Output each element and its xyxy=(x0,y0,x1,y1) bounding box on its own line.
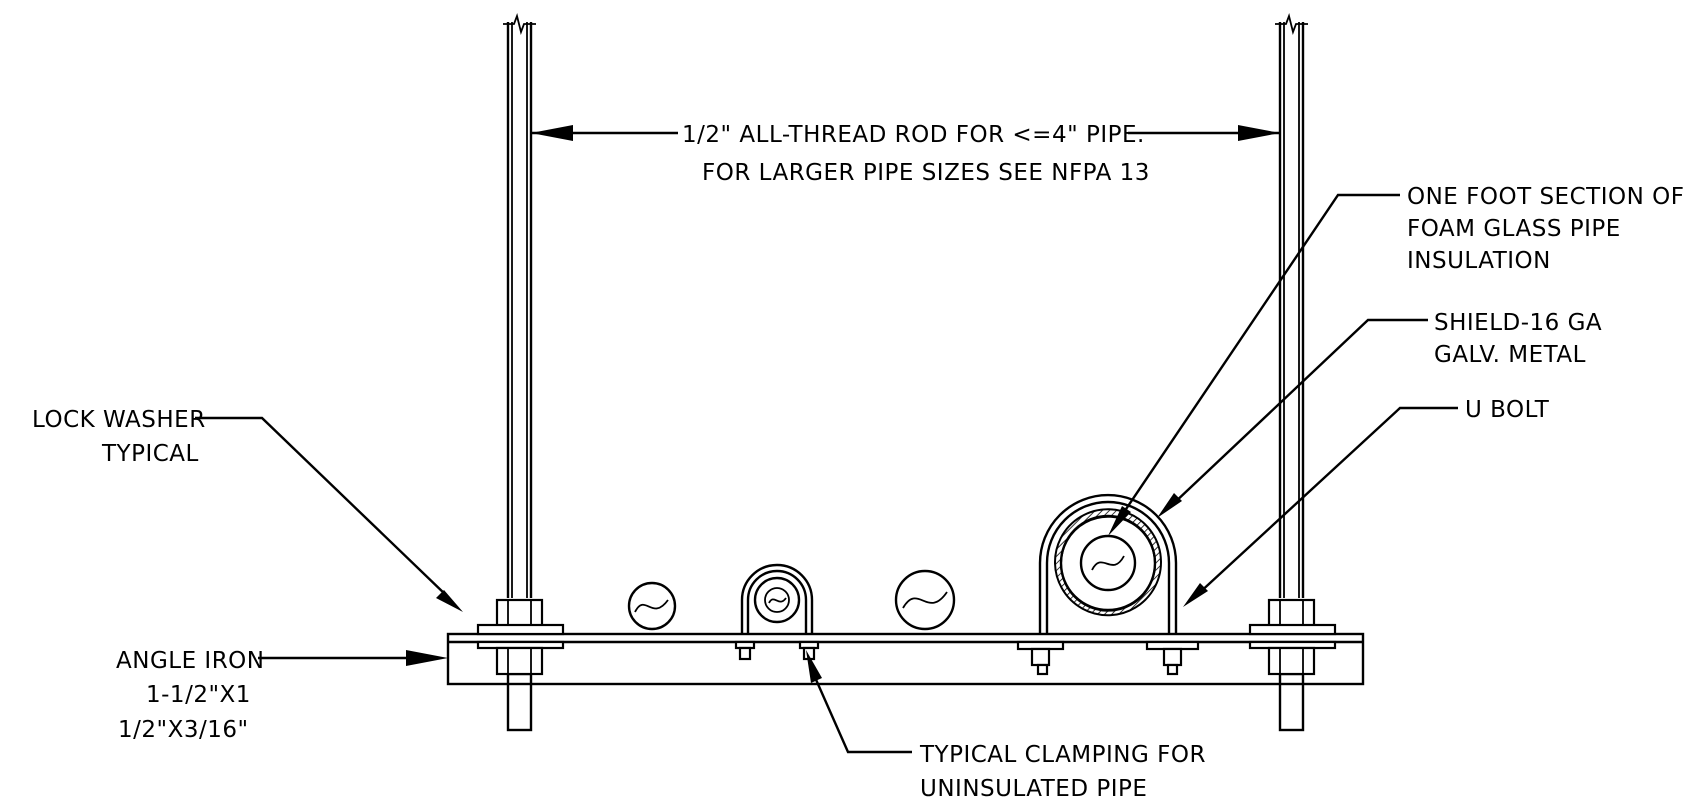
shield-note: SHIELD-16 GA GALV. METAL xyxy=(1434,310,1602,368)
lock-washer-note: LOCK WASHER TYPICAL xyxy=(32,407,206,467)
rod-note-line-1: 1/2" ALL-THREAD ROD FOR <=4" PIPE. xyxy=(682,122,1145,148)
clamped-uninsulated-pipe xyxy=(734,563,820,661)
shield-note-line-2: GALV. METAL xyxy=(1434,342,1586,368)
left-threaded-rod xyxy=(503,12,536,732)
foam-note-line-1: ONE FOOT SECTION OF xyxy=(1407,184,1684,210)
angle-iron-leader xyxy=(258,650,448,666)
angle-iron-note: ANGLE IRON 1-1/2"X1 1/2"X3/16" xyxy=(116,648,265,743)
clamping-leader xyxy=(806,650,912,754)
clamping-note: TYPICAL CLAMPING FOR UNINSULATED PIPE xyxy=(919,742,1206,802)
u-bolt-note: U BOLT xyxy=(1465,397,1550,423)
angle-iron xyxy=(446,632,1365,686)
rod-note: 1/2" ALL-THREAD ROD FOR <=4" PIPE. FOR L… xyxy=(682,122,1150,186)
angle-iron-line-1: ANGLE IRON xyxy=(116,648,265,674)
u-bolt xyxy=(1038,493,1178,634)
lock-washer-line-2: TYPICAL xyxy=(101,441,199,467)
insulated-pipe-assembly xyxy=(1016,493,1200,676)
right-lock-washer xyxy=(1248,623,1337,636)
rod-dimension-leaders xyxy=(531,125,1280,141)
right-rod-nut-assembly xyxy=(1248,598,1337,676)
foam-note-line-3: INSULATION xyxy=(1407,248,1551,274)
foam-note-line-2: FOAM GLASS PIPE xyxy=(1407,216,1621,242)
shield-note-line-1: SHIELD-16 GA xyxy=(1434,310,1602,336)
u-bolt-leader xyxy=(1183,406,1458,607)
galvanized-shield xyxy=(1053,508,1162,617)
small-pipe-left xyxy=(627,581,677,631)
left-rod-break-symbol xyxy=(503,12,536,36)
foam-insulation-note: ONE FOOT SECTION OF FOAM GLASS PIPE INSU… xyxy=(1407,184,1684,274)
medium-pipe xyxy=(894,569,956,631)
foam-insulation-leader xyxy=(1108,193,1400,536)
right-rod-break-symbol xyxy=(1275,12,1308,36)
clamping-line-2: UNINSULATED PIPE xyxy=(920,776,1147,802)
lock-washer-leader xyxy=(195,416,463,612)
clamping-line-1: TYPICAL CLAMPING FOR xyxy=(919,742,1206,768)
shield-leader xyxy=(1157,318,1428,518)
angle-iron-line-3: 1/2"X3/16" xyxy=(118,717,249,743)
foam-glass-insulation xyxy=(1059,514,1157,612)
lock-washer-line-1: LOCK WASHER xyxy=(32,407,206,433)
left-rod-nut-assembly xyxy=(476,598,565,676)
angle-iron-line-2: 1-1/2"X1 xyxy=(146,682,251,708)
rod-note-line-2: FOR LARGER PIPE SIZES SEE NFPA 13 xyxy=(702,160,1150,186)
left-lock-washer xyxy=(476,623,565,636)
